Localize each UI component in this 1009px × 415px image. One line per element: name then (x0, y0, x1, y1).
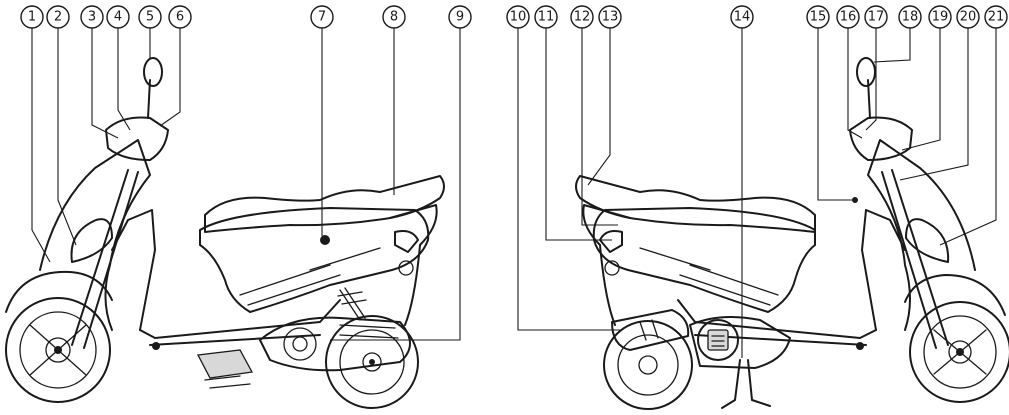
callout-labels: 1 2 3 4 5 6 7 8 9 10 11 12 13 14 15 16 1… (20, 5, 1008, 29)
scooter-right-view (575, 57, 1009, 410)
left-engine (196, 316, 411, 389)
callout-9: 9 (448, 5, 472, 29)
svg-text:21: 21 (988, 10, 1005, 25)
left-front-wheel (5, 297, 111, 403)
svg-text:1: 1 (28, 10, 36, 25)
callout-16: 16 (836, 5, 860, 29)
callout-1: 1 (20, 5, 44, 29)
svg-text:11: 11 (538, 10, 555, 25)
svg-text:3: 3 (88, 10, 96, 25)
callout-13: 13 (598, 5, 622, 29)
svg-text:9: 9 (456, 10, 464, 25)
callout-21: 21 (984, 5, 1008, 29)
svg-text:14: 14 (734, 10, 751, 25)
svg-text:12: 12 (574, 10, 591, 25)
callout-4: 4 (106, 5, 130, 29)
callout-20: 20 (956, 5, 980, 29)
scooter-left-view (5, 57, 445, 409)
callout-8: 8 (382, 5, 406, 29)
svg-text:5: 5 (146, 10, 154, 25)
leader-lines (31, 28, 997, 358)
svg-text:19: 19 (932, 10, 949, 25)
callout-11: 11 (534, 5, 558, 29)
svg-text:4: 4 (114, 10, 122, 25)
right-front-wheel (909, 301, 1009, 403)
callout-2: 2 (46, 5, 70, 29)
callout-7: 7 (310, 5, 334, 29)
svg-text:17: 17 (868, 10, 885, 25)
svg-text:8: 8 (390, 10, 398, 25)
svg-text:6: 6 (176, 10, 184, 25)
right-muffler (611, 309, 690, 351)
svg-text:7: 7 (318, 10, 326, 25)
callout-14: 14 (730, 5, 754, 29)
callout-12: 12 (570, 5, 594, 29)
callout-10: 10 (506, 5, 530, 29)
svg-text:16: 16 (840, 10, 857, 25)
callout-15: 15 (806, 5, 830, 29)
svg-text:13: 13 (602, 10, 619, 25)
svg-text:20: 20 (960, 10, 977, 25)
right-engine (689, 316, 791, 369)
callout-6: 6 (168, 5, 192, 29)
svg-text:10: 10 (510, 10, 527, 25)
callout-19: 19 (928, 5, 952, 29)
right-rear-wheel (603, 320, 693, 410)
callout-3: 3 (80, 5, 104, 29)
callout-17: 17 (864, 5, 888, 29)
svg-text:2: 2 (54, 10, 62, 25)
svg-text:15: 15 (810, 10, 827, 25)
callout-5: 5 (138, 5, 162, 29)
callout-18: 18 (898, 5, 922, 29)
svg-text:18: 18 (902, 10, 919, 25)
left-rear-wheel (325, 315, 419, 409)
